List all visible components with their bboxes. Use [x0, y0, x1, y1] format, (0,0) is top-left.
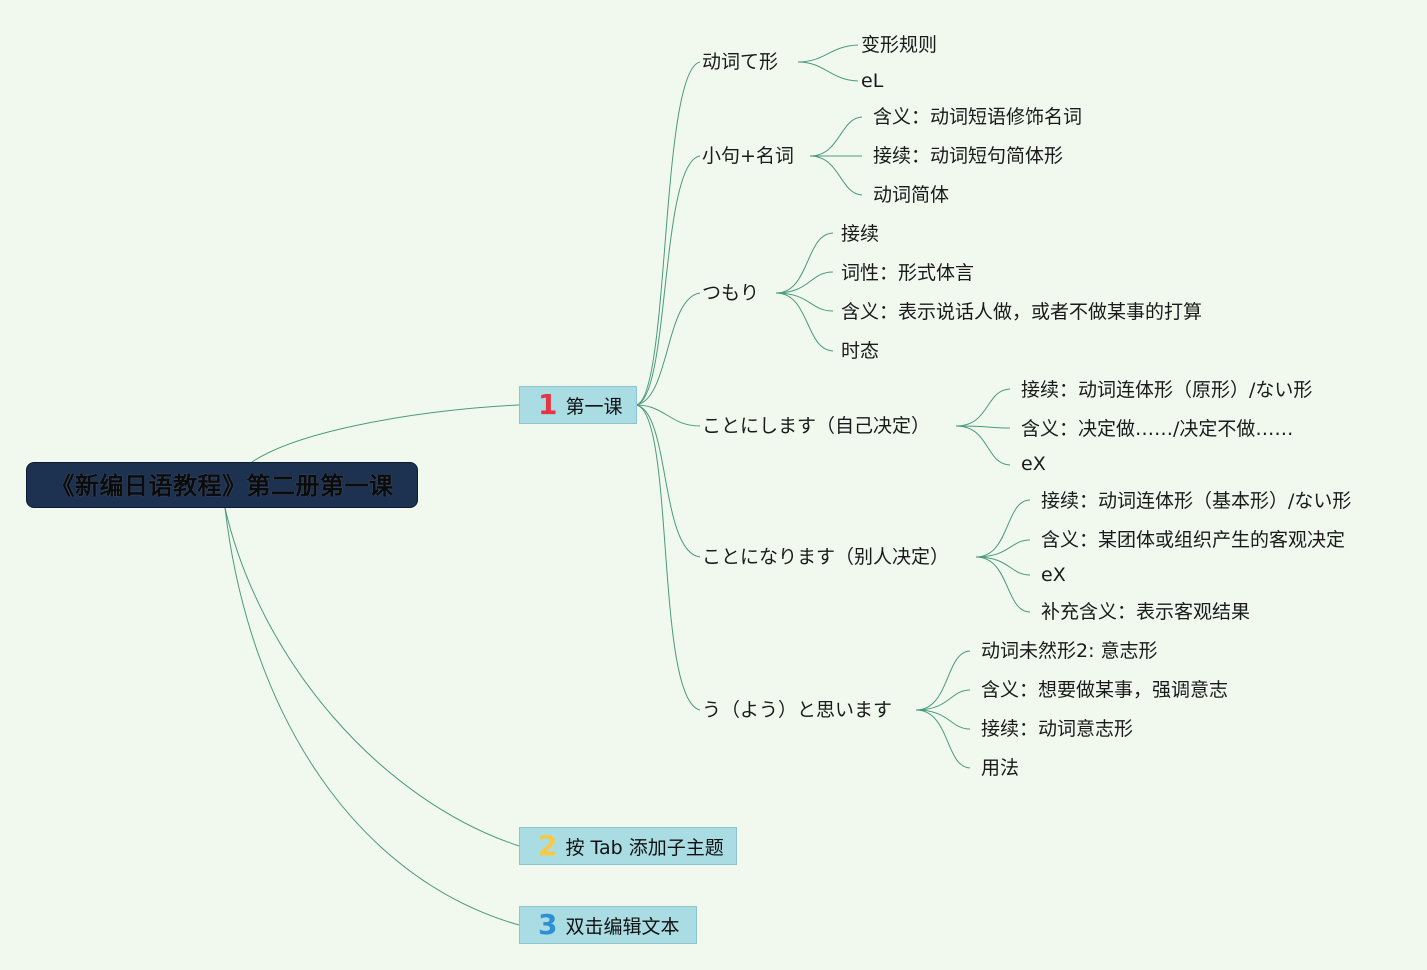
branch-1-label[interactable]: 动词て形 — [702, 51, 779, 73]
branch-6-child-3[interactable]: 接续：动词意志形 — [981, 718, 1134, 740]
link-root-topic-1 — [251, 404, 520, 463]
branch-5-label[interactable]: ことになります（别人决定） — [702, 546, 950, 568]
link-topic1-branch-2 — [635, 155, 701, 406]
link-b5-c4 — [975, 556, 1031, 613]
link-b1-c1 — [797, 44, 859, 63]
branch-2-child-2[interactable]: 接续：动词短句简体形 — [873, 145, 1064, 167]
link-b3-c1 — [775, 232, 834, 294]
branch-3-label[interactable]: つもり — [702, 282, 760, 304]
link-b3-c4 — [775, 292, 834, 352]
link-b3-c3 — [775, 292, 834, 312]
branch-1-child-1[interactable]: 变形规则 — [861, 34, 938, 56]
topic-3-number: 3 — [538, 908, 558, 941]
link-b6-c4 — [915, 709, 971, 769]
branch-3-child-1[interactable]: 接续 — [841, 223, 880, 245]
branch-3-child-4[interactable]: 时态 — [841, 340, 880, 362]
topic-3-label: 双击编辑文本 — [565, 915, 680, 938]
link-topic1-branch-3 — [635, 292, 701, 406]
branch-3-child-2[interactable]: 词性：形式体言 — [841, 262, 975, 284]
topic-2[interactable]: 2 按 Tab 添加子主题 — [519, 827, 737, 865]
link-b5-c2 — [975, 539, 1031, 558]
link-b4-c1 — [955, 388, 1011, 427]
topic-2-label: 按 Tab 添加子主题 — [565, 836, 724, 859]
link-b4-c3 — [955, 425, 1011, 466]
branch-4-child-1[interactable]: 接续：动词连体形（原形）/ない形 — [1021, 379, 1313, 401]
branch-2-child-3[interactable]: 动词简体 — [873, 184, 950, 206]
branch-1-child-2[interactable]: eL — [861, 70, 884, 92]
link-root-topic-2 — [224, 507, 520, 847]
link-b2-c3 — [809, 155, 863, 196]
link-b6-c3 — [915, 709, 971, 730]
branch-2-child-1[interactable]: 含义：动词短语修饰名词 — [873, 106, 1083, 128]
topic-3[interactable]: 3 双击编辑文本 — [519, 906, 697, 944]
branch-6-child-2[interactable]: 含义：想要做某事，强调意志 — [981, 679, 1229, 701]
link-b3-c2 — [775, 271, 834, 294]
topic-1[interactable]: 1 第一课 — [519, 386, 637, 424]
branch-6-child-1[interactable]: 动词未然形2: 意志形 — [981, 640, 1158, 662]
link-topic1-branch-4 — [635, 404, 701, 427]
link-b6-c2 — [915, 689, 971, 711]
link-b1-c2 — [797, 61, 859, 82]
topic-1-label: 第一课 — [565, 395, 623, 418]
branch-5-child-4[interactable]: 补充含义：表示客观结果 — [1041, 601, 1251, 623]
link-b5-c1 — [975, 499, 1031, 558]
branch-5-child-1[interactable]: 接续：动词连体形（基本形）/ない形 — [1041, 490, 1352, 512]
link-b4-c2 — [955, 425, 1011, 429]
root-topic[interactable]: 《新编日语教程》第二册第一课 — [26, 462, 418, 508]
branch-4-child-2[interactable]: 含义：决定做……/决定不做…… — [1021, 418, 1294, 440]
branch-6-child-4[interactable]: 用法 — [981, 757, 1020, 779]
branch-4-label[interactable]: ことにします（自己决定） — [702, 415, 931, 437]
branch-5-child-3[interactable]: eX — [1041, 564, 1066, 586]
link-topic1-branch-1 — [635, 61, 701, 406]
branch-5-child-2[interactable]: 含义：某团体或组织产生的客观决定 — [1041, 529, 1346, 551]
topic-1-number: 1 — [538, 388, 558, 421]
link-root-topic-3 — [224, 507, 520, 926]
connector-lines — [224, 44, 1031, 926]
link-b2-c1 — [809, 116, 863, 157]
link-topic1-branch-6 — [635, 404, 701, 711]
link-topic1-branch-5 — [635, 404, 701, 558]
branch-4-child-3[interactable]: eX — [1021, 453, 1046, 475]
link-b6-c1 — [915, 650, 971, 711]
branch-3-child-3[interactable]: 含义：表示说话人做，或者不做某事的打算 — [841, 301, 1203, 323]
branch-6-label[interactable]: う（よう）と思います — [702, 699, 893, 721]
branch-2-label[interactable]: 小句+名词 — [702, 145, 794, 167]
topic-2-number: 2 — [538, 829, 558, 862]
link-b5-c3 — [975, 556, 1031, 576]
